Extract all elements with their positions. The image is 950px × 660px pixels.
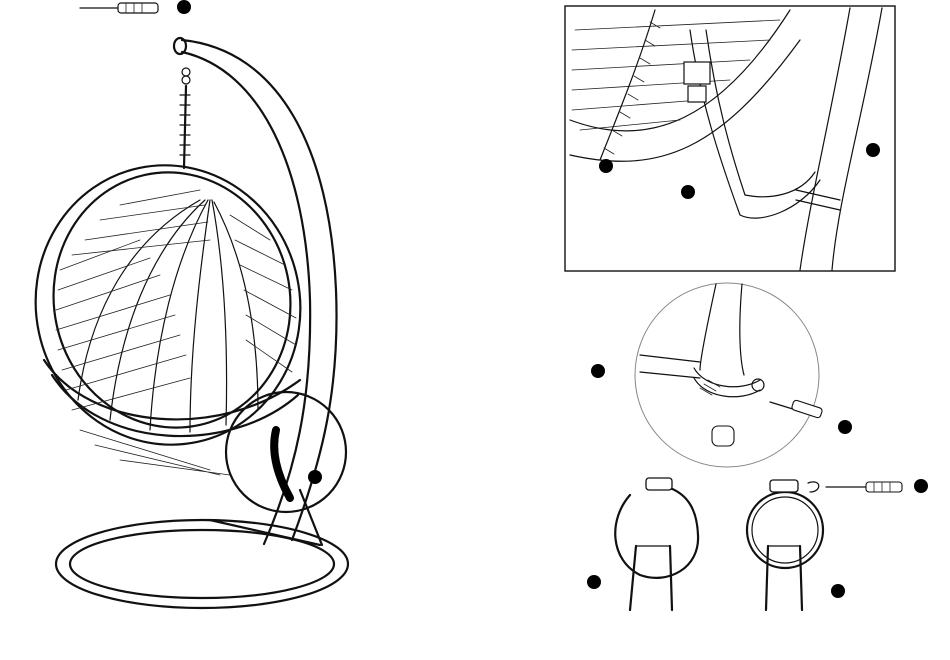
detail-callout-circle — [226, 392, 346, 512]
step-marker-dot — [177, 0, 191, 14]
step-marker-dot — [838, 420, 852, 434]
egg-chair — [10, 141, 326, 475]
strap-detail-panel — [565, 6, 895, 271]
step-marker-dot — [914, 479, 928, 493]
step-marker-dot — [308, 470, 322, 484]
hose-clamp-tightened — [747, 480, 902, 610]
step-marker-dot — [591, 364, 605, 378]
clamp-detail-circle — [635, 283, 823, 467]
step-marker-dot — [866, 143, 880, 157]
step-marker-dot — [587, 575, 601, 589]
hose-clamp-open — [615, 478, 698, 610]
hanging-chain — [180, 68, 190, 168]
step-marker-dot — [599, 159, 613, 173]
step-marker-dot — [831, 584, 845, 598]
step-marker-dot — [681, 185, 695, 199]
stand-base — [56, 520, 348, 608]
screwdriver-icon — [80, 3, 158, 13]
